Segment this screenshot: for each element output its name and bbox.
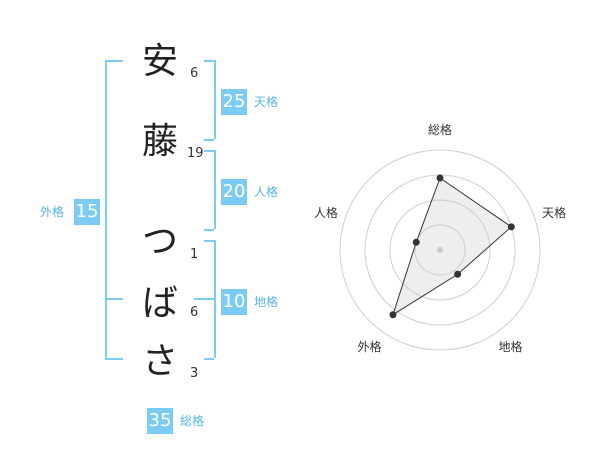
stroke-count-5: 3: [190, 366, 199, 381]
jinkaku-badge: 20: [221, 179, 247, 205]
radar-ring-1: [414, 224, 466, 276]
gaikaku-label: 外格: [40, 205, 65, 219]
name-char-2: 藤: [141, 121, 178, 162]
chikaku-bracket: [204, 240, 216, 358]
chikaku-bracket-bottom: [204, 358, 214, 360]
tenkaku-label: 天格: [254, 95, 279, 109]
chikaku-bracket-mid: [194, 298, 214, 300]
radar-axis-label-4: 人格: [314, 205, 338, 220]
radar-axis-label-1: 天格: [542, 205, 566, 220]
radar-point-0: [436, 174, 444, 182]
gaikaku-bracket-mid: [105, 298, 123, 300]
soukaku-label: 総格: [180, 414, 205, 428]
jinkaku-label: 人格: [254, 185, 279, 199]
gaikaku-bracket-top: [105, 60, 123, 62]
gaikaku-bracket: [105, 60, 107, 358]
tenkaku-badge: 25: [221, 89, 247, 115]
tenkaku-bracket-top: [204, 60, 214, 62]
radar-point-1: [507, 223, 515, 231]
jinkaku-bracket-bottom: [204, 229, 214, 231]
stroke-count-3: 1: [190, 247, 199, 262]
jinkaku-bracket-top: [204, 150, 214, 152]
radar-point-4: [412, 238, 420, 246]
radar-axis-label-2: 地格: [499, 339, 523, 354]
jinkaku-bracket: [204, 150, 216, 229]
stroke-count-1: 6: [190, 66, 199, 81]
chikaku-label: 地格: [254, 295, 279, 309]
name-char-3: つ: [141, 221, 178, 262]
name-char-5: さ: [141, 341, 178, 382]
radar-point-3: [389, 311, 397, 319]
radar-polygon: [392, 177, 513, 316]
radar-point-2: [454, 270, 462, 278]
radar-ring-4: [339, 149, 541, 351]
name-char-4: ば: [141, 283, 178, 324]
radar-center: [437, 247, 443, 253]
stroke-count-2: 19: [187, 146, 204, 161]
radar-axis-label-0: 総格: [428, 122, 452, 137]
gaikaku-bracket-bottom: [105, 358, 123, 360]
soukaku-badge: 35: [147, 408, 173, 434]
radar-axis-label-3: 外格: [357, 339, 381, 354]
stroke-count-4: 6: [190, 305, 199, 320]
radar-ring-2: [389, 199, 491, 301]
gaikaku-badge: 15: [74, 199, 100, 225]
chikaku-bracket-top: [204, 240, 214, 242]
tenkaku-bracket-bottom: [204, 139, 214, 141]
name-char-1: 安: [141, 41, 178, 82]
tenkaku-bracket: [204, 60, 216, 139]
chikaku-badge: 10: [221, 289, 247, 315]
